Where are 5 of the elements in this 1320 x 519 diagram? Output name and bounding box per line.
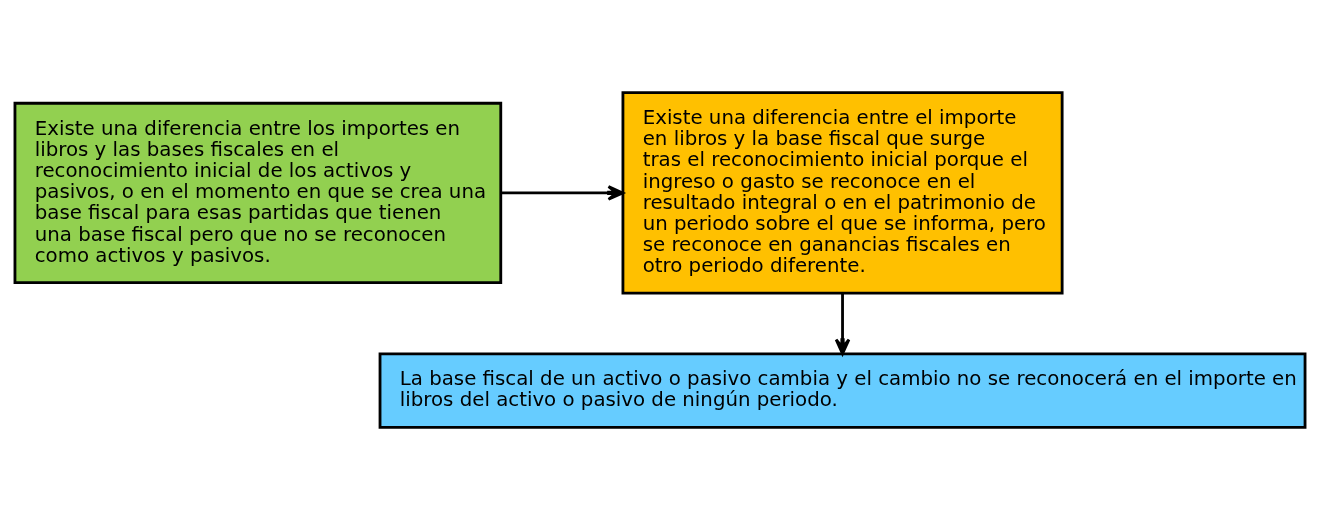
node-box: Existe una diferencia entre el importe en libros y la base fiscal que surge tras el reconocimiento inicial porque el ingreso o gasto se reconoce en el resultado integral o en el patrimonio de un periodo sobre el que se informa, pero se reconoce en ganancias fiscales en otro periodo diferente. [621,90,1064,295]
node-box: Existe una diferencia entre los importes en libros y las bases fiscales en el reconocimiento inicial de los activos y pasivos, o en el momento en que se crea una base fiscal para esas partidas que tienen una base fiscal pero que no se reconocen como activos y pasivos. [13,101,503,284]
arrow [501,184,625,201]
arrow [834,293,851,355]
node-box: La base fiscal de un activo o pasivo cambia y el cambio no se reconocerá en el importe en libros del activo o pasivo de ningún periodo. [378,352,1307,429]
